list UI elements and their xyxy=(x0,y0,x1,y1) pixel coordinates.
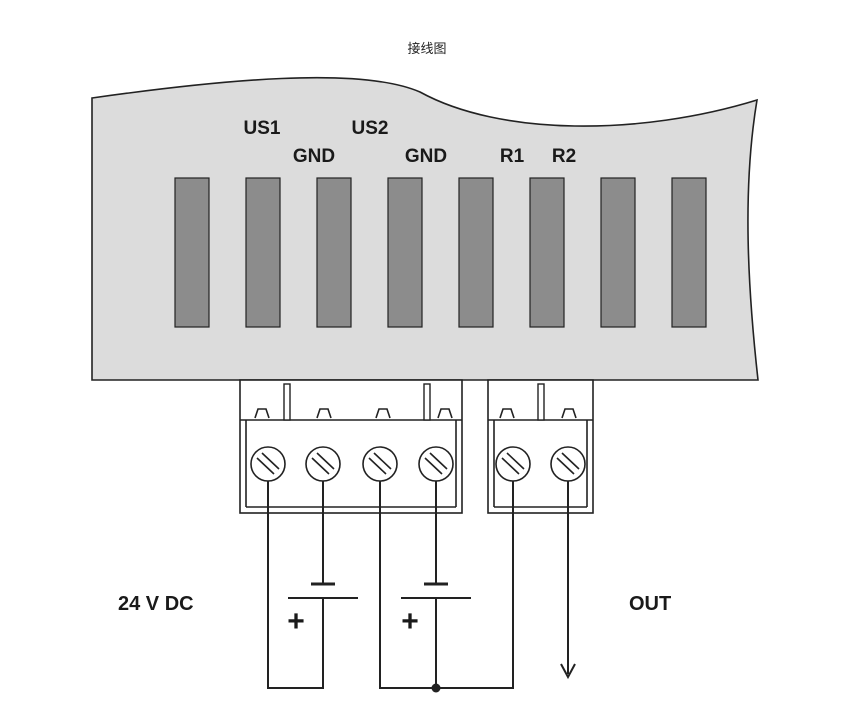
junction-dot xyxy=(431,683,441,693)
slot-8 xyxy=(671,177,707,328)
supply-voltage-label: 24 V DC xyxy=(118,593,194,615)
slot-3 xyxy=(316,177,352,328)
slot-1 xyxy=(174,177,210,328)
screw-icon xyxy=(550,446,586,482)
label-gnd-1: GND xyxy=(293,146,335,167)
connector-block-right xyxy=(487,379,594,514)
battery-symbol-2 xyxy=(401,582,471,599)
battery-plus-sign-1: + xyxy=(287,605,305,638)
screw-icon xyxy=(305,446,341,482)
slot-4 xyxy=(387,177,423,328)
terminal-slots xyxy=(174,177,707,328)
label-us2: US2 xyxy=(352,118,389,139)
battery-symbol-1 xyxy=(288,582,358,599)
battery-plus-sign-2: + xyxy=(401,605,419,638)
screw-icon xyxy=(362,446,398,482)
wiring xyxy=(267,481,569,693)
label-us1: US1 xyxy=(244,118,281,139)
label-r2: R2 xyxy=(552,146,576,167)
diagram-title: 接线图 xyxy=(407,41,446,57)
screw-icon xyxy=(495,446,531,482)
slot-2 xyxy=(245,177,281,328)
screw-icon xyxy=(418,446,454,482)
screw-icon xyxy=(250,446,286,482)
slot-7 xyxy=(600,177,636,328)
terminal-screws xyxy=(250,446,586,482)
slot-6 xyxy=(529,177,565,328)
slot-5 xyxy=(458,177,494,328)
connector-block-left xyxy=(239,379,463,514)
output-label: OUT xyxy=(629,593,671,615)
label-gnd-2: GND xyxy=(405,146,447,167)
arrow-down-icon xyxy=(560,663,576,680)
label-r1: R1 xyxy=(500,146,525,167)
